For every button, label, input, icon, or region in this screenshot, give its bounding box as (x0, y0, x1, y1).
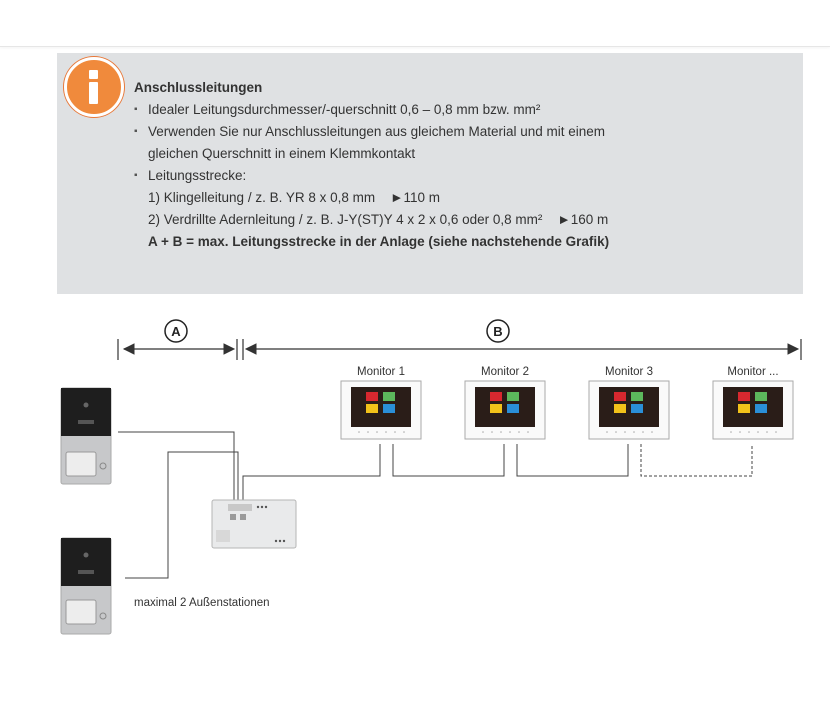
outdoor-stations-caption: maximal 2 Außenstationen (134, 597, 270, 609)
label-b-circle (486, 319, 510, 343)
monitor-3 (588, 380, 670, 440)
monitor-1-label: Monitor 1 (357, 366, 405, 378)
wiring (118, 431, 753, 579)
label-b: B (493, 324, 502, 339)
info-bullet-route: Leitungsstrecke: (134, 165, 794, 187)
dimension-b (244, 339, 802, 360)
door-station-1 (60, 387, 112, 485)
controller-unit (211, 499, 297, 549)
monitor-2-label: Monitor 2 (481, 366, 529, 378)
info-route-2: 2) Verdrillte Adernleitung / z. B. J-Y(S… (148, 212, 609, 227)
label-a-circle (164, 319, 188, 343)
monitor-4-label: Monitor ... (727, 366, 779, 378)
top-header-bar (0, 0, 830, 47)
label-a: A (171, 324, 181, 339)
monitor-3-label: Monitor 3 (605, 366, 653, 378)
monitor-2 (464, 380, 546, 440)
monitor-1 (340, 380, 422, 440)
info-icon (64, 57, 124, 117)
dimension-a (117, 339, 244, 360)
info-summary: A + B = max. Leitungsstrecke in der Anla… (148, 234, 610, 249)
info-text: Anschlussleitungen Idealer Leitungsdurch… (134, 77, 794, 253)
info-bullet-material-cont: gleichen Querschnitt in einem Klemmkonta… (148, 146, 416, 161)
info-title: Anschlussleitungen (134, 80, 263, 95)
info-route-1: 1) Klingelleitung / z. B. YR 8 x 0,8 mm … (148, 190, 440, 205)
monitor-4 (712, 380, 794, 440)
info-bullet-material: Verwenden Sie nur Anschlussleitungen aus… (134, 121, 794, 143)
info-bullet-diameter: Idealer Leitungsdurchmesser/-querschnitt… (134, 99, 794, 121)
door-station-2 (60, 537, 112, 635)
